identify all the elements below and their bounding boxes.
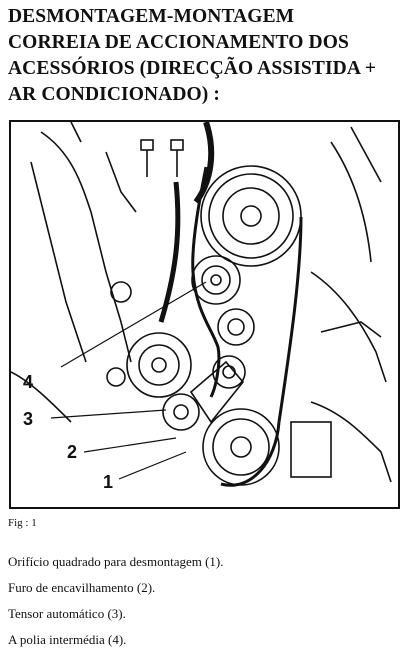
figure-caption: Fig : 1	[8, 517, 37, 529]
belt-drawing	[11, 122, 392, 487]
callout-2: 2	[67, 442, 78, 462]
title-line: CORREIA DE ACCIONAMENTO DOS	[8, 32, 349, 53]
page-title: DESMONTAGEM-MONTAGEM CORREIA DE ACCIONAM…	[8, 4, 408, 108]
callout-4: 4	[23, 372, 34, 392]
callout-3: 3	[23, 409, 34, 429]
legend-item: Furo de encavilhamento (2).	[8, 580, 156, 595]
engine-belt-diagram: 4 3 2 1	[9, 120, 400, 509]
title-line: ACESSÓRIOS (DIRECÇÃO ASSISTIDA +	[8, 58, 377, 79]
legend-item: A polia intermédia (4).	[8, 632, 127, 647]
legend-item: Tensor automático (3).	[8, 606, 126, 621]
legend-list: Orifício quadrado para desmontagem (1). …	[8, 549, 224, 653]
legend-item: Orifício quadrado para desmontagem (1).	[8, 554, 224, 569]
callout-1: 1	[103, 472, 114, 492]
title-line: DESMONTAGEM-MONTAGEM	[8, 6, 295, 27]
title-line: AR CONDICIONADO) :	[8, 84, 220, 105]
